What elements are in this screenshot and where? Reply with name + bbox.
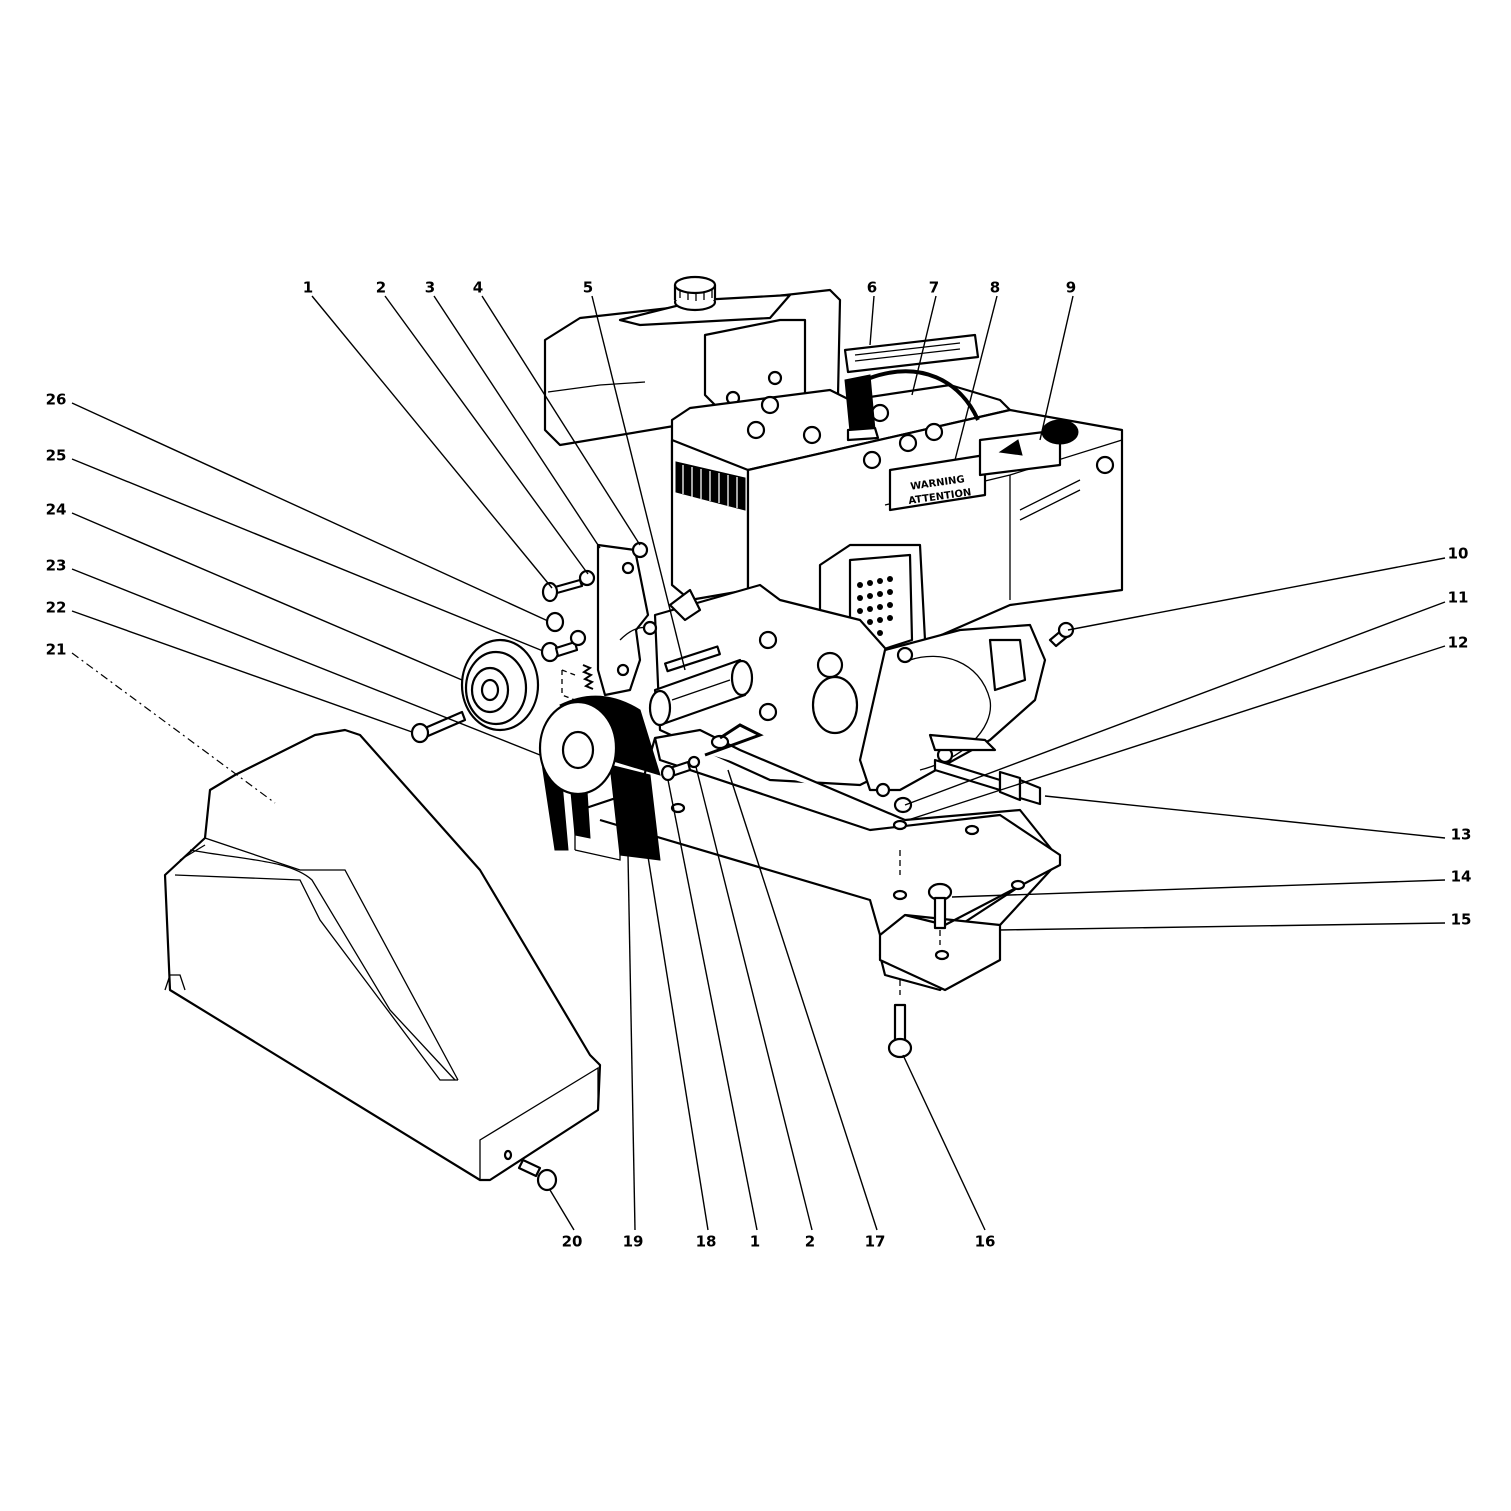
callout-14: 14 (1451, 868, 1472, 886)
crankcase (653, 583, 1047, 792)
callout-8: 8 (990, 279, 1000, 297)
callout-6: 6 (867, 279, 877, 297)
callout-2: 2 (376, 279, 386, 297)
callout-10: 10 (1448, 545, 1469, 563)
callout-11: 11 (1448, 589, 1469, 607)
bolt-14 (927, 882, 953, 930)
warning-decal: WARNING ATTENTION (888, 453, 987, 512)
callout-9: 9 (1066, 279, 1076, 297)
belt-cover (163, 728, 602, 1182)
leader-lines (71, 295, 1446, 1231)
callout-2: 2 (805, 1233, 815, 1251)
callout-23: 23 (46, 557, 67, 575)
callout-16: 16 (975, 1233, 996, 1251)
lockwasher-2 (578, 569, 596, 587)
callout-18: 18 (696, 1233, 717, 1251)
crankshaft (648, 645, 754, 727)
nut-26 (545, 611, 565, 633)
callout-21: 21 (46, 641, 67, 659)
washer-4 (631, 541, 649, 559)
bolt-1 (541, 578, 584, 603)
callout-3: 3 (425, 279, 435, 297)
callout-5: 5 (583, 279, 593, 297)
idler-bracket (596, 543, 650, 697)
callout-15: 15 (1451, 911, 1472, 929)
callout-26: 26 (46, 391, 67, 409)
callout-19: 19 (623, 1233, 644, 1251)
hairpin-17 (704, 723, 764, 757)
bolt-18 (660, 755, 701, 782)
callout-25: 25 (46, 447, 67, 465)
callout-22: 22 (46, 599, 67, 617)
drive-pulley (538, 695, 661, 861)
bolt-20 (517, 1158, 558, 1192)
bolt-22 (410, 710, 467, 744)
callout-13: 13 (1451, 826, 1472, 844)
small-parts (410, 541, 1075, 1059)
callout-24: 24 (46, 501, 67, 519)
idler-pulley (460, 638, 540, 732)
bolt-16 (887, 1003, 913, 1059)
bolt-10 (1048, 621, 1075, 648)
callout-12: 12 (1448, 634, 1469, 652)
bolt-25 (540, 629, 587, 663)
callout-4: 4 (473, 279, 483, 297)
callout-20: 20 (562, 1233, 583, 1251)
callout-17: 17 (865, 1233, 886, 1251)
callout-1: 1 (303, 279, 313, 297)
callout-7: 7 (929, 279, 939, 297)
callout-1: 1 (750, 1233, 760, 1251)
